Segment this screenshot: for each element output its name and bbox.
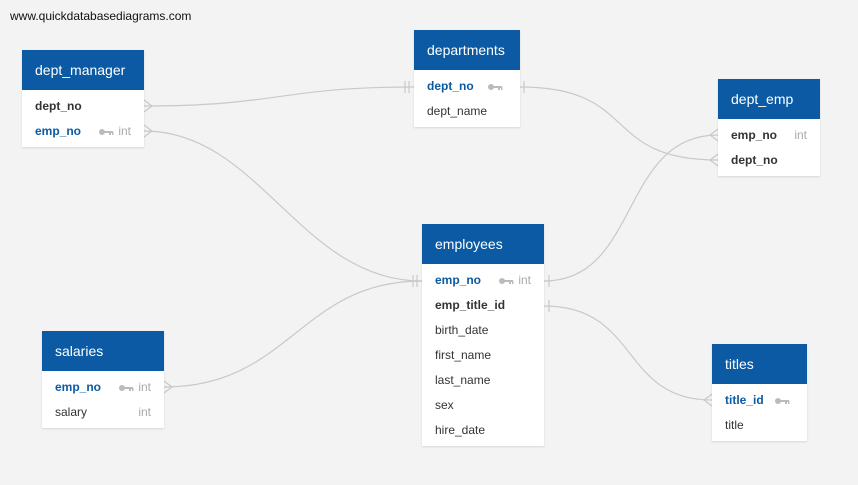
column-type: int [138, 405, 151, 419]
column-row[interactable]: sex [422, 393, 544, 418]
key-icon [99, 128, 114, 135]
link-departments-dept-emp [519, 86, 719, 161]
key-icon [499, 277, 514, 284]
column-type: int [794, 128, 807, 142]
column-name: dept_no [731, 153, 778, 167]
crowfoot-salaries-emp-no [163, 380, 173, 394]
link-dept-manager-departments [143, 86, 415, 107]
table-header[interactable]: employees [422, 224, 544, 264]
link-salaries-employees [163, 280, 423, 388]
column-row[interactable]: dept_no [718, 148, 820, 173]
table-header[interactable]: salaries [42, 331, 164, 371]
key-icon [775, 397, 790, 404]
table-employees[interactable]: employees emp_no int emp_title_id birth_… [422, 224, 544, 446]
column-name: emp_no [35, 124, 82, 138]
crowfoot-dept-emp-emp-no [709, 128, 719, 142]
watermark[interactable]: www.quickdatabasediagrams.com [10, 9, 192, 23]
column-row[interactable]: first_name [422, 343, 544, 368]
column-name: emp_no [731, 128, 778, 142]
column-name: dept_no [427, 79, 474, 93]
table-header[interactable]: titles [712, 344, 807, 384]
column-name: emp_no [435, 273, 482, 287]
column-name: sex [435, 398, 454, 412]
table-departments[interactable]: departments dept_no dept_name [414, 30, 520, 127]
column-row[interactable]: dept_no [414, 74, 520, 99]
column-row[interactable]: title_id [712, 388, 807, 413]
column-row[interactable]: title [712, 413, 807, 438]
column-row[interactable]: emp_title_id [422, 293, 544, 318]
column-row[interactable]: birth_date [422, 318, 544, 343]
column-row[interactable]: emp_no int [42, 375, 164, 400]
column-name: dept_no [35, 99, 82, 113]
column-name: emp_title_id [435, 298, 506, 312]
column-name: title_id [725, 393, 764, 407]
column-row[interactable]: hire_date [422, 418, 544, 443]
key-icon [119, 384, 134, 391]
crowfoot-dept-manager-dept-no [143, 99, 153, 113]
key-icon [488, 83, 503, 90]
table-titles[interactable]: titles title_id title [712, 344, 807, 441]
link-employees-titles [543, 305, 713, 401]
table-header[interactable]: departments [414, 30, 520, 70]
link-dept-manager-employees [143, 130, 423, 282]
column-row[interactable]: dept_name [414, 99, 520, 124]
column-name: birth_date [435, 323, 489, 337]
column-name: last_name [435, 373, 491, 387]
column-row[interactable]: emp_no int [22, 119, 144, 144]
crowfoot-titles-title-id [703, 393, 713, 407]
table-header[interactable]: dept_manager [22, 50, 144, 90]
column-type: int [518, 273, 531, 287]
column-name: salary [55, 405, 88, 419]
table-dept-manager[interactable]: dept_manager dept_no emp_no int [22, 50, 144, 147]
column-row[interactable]: salary int [42, 400, 164, 425]
column-name: first_name [435, 348, 492, 362]
column-name: title [725, 418, 744, 432]
column-type: int [118, 124, 131, 138]
column-name: hire_date [435, 423, 486, 437]
table-salaries[interactable]: salaries emp_no int salary int [42, 331, 164, 428]
crowfoot-dept-emp-dept-no [709, 153, 719, 167]
column-name: dept_name [427, 104, 488, 118]
column-row[interactable]: emp_no int [718, 123, 820, 148]
one-mark-departments-dept-no [404, 81, 410, 93]
table-dept-emp[interactable]: dept_emp emp_no int dept_no [718, 79, 820, 176]
column-row[interactable]: emp_no int [422, 268, 544, 293]
table-header[interactable]: dept_emp [718, 79, 820, 119]
column-row[interactable]: last_name [422, 368, 544, 393]
link-employees-dept-emp [543, 134, 719, 282]
column-type: int [138, 380, 151, 394]
column-row[interactable]: dept_no [22, 94, 144, 119]
crowfoot-dept-manager-emp-no [143, 124, 153, 138]
column-name: emp_no [55, 380, 102, 394]
